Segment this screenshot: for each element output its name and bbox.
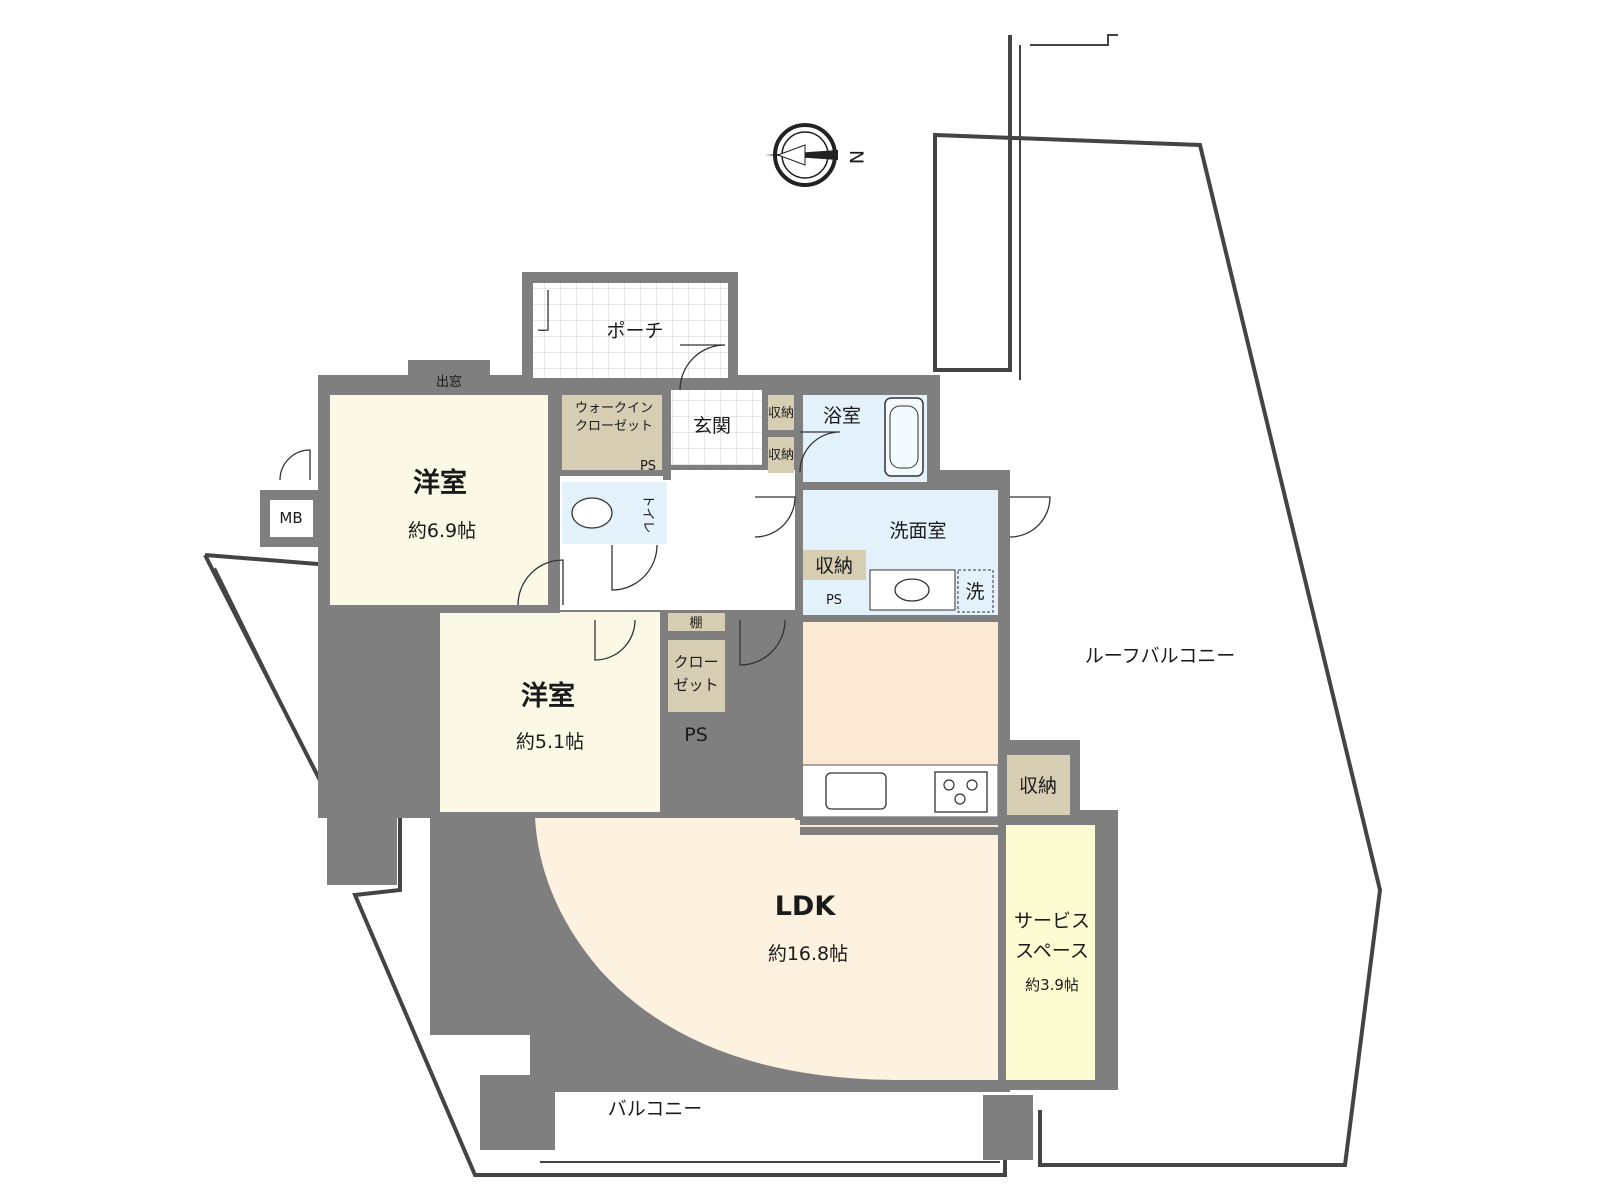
roof-balcony-outline [933,35,1383,1167]
closet-floor [668,640,725,712]
washer-space [957,569,994,613]
sink-counter [869,569,956,611]
shelf-floor [668,613,725,631]
service-space-name-line1: サービス [1014,910,1090,932]
stove-icon [934,771,988,813]
porch-label: ポーチ [606,320,663,342]
ldk-floor [535,818,998,1080]
western-room-1-name: 洋室 [413,467,467,499]
compass-north-label: N [845,150,867,164]
bathtub-inner [889,405,919,469]
ldk-area: 約16.8帖 [768,943,848,965]
ps-closet-label: PS [684,724,708,746]
roof-balcony-label: ルーフバルコニー [1085,645,1235,667]
entrance-floor [670,390,762,465]
bay-window-label: 出窓 [436,374,462,390]
toilet-icon [571,497,613,529]
pillar [983,1095,1033,1160]
washroom-label: 洗面室 [889,520,946,542]
western-room-2-floor [440,612,660,812]
pillar [327,815,397,885]
burner-icon [954,793,966,805]
closet-label-line1: クロー [673,653,718,671]
storage-entrance-2-label: 収納 [768,448,794,463]
storage-entrance-1-floor [768,395,794,430]
interior-walls [330,380,1006,1080]
storage-entrance-1-label: 収納 [768,406,794,421]
entrance-label: 玄関 [693,415,731,437]
service-space-area: 約3.9帖 [1025,976,1079,994]
mb-box [260,490,323,547]
sink-icon [894,578,930,602]
wic-label-line1: ウォークイン [575,401,653,416]
shelf-label: 棚 [689,616,702,631]
porch-floor [533,283,728,378]
meter-box-label: MB [279,509,302,527]
storage-wash-label: 収納 [815,555,853,577]
ldk-name: LDK [775,891,837,922]
door-swings [279,290,1051,666]
wic-label-line2: クローゼット [575,419,653,434]
burner-icon [966,779,978,791]
storage-service-label: 収納 [1019,775,1057,797]
western-room-2-area: 約5.1帖 [516,731,584,753]
washer-label: 洗 [965,581,984,603]
bathtub [884,397,924,477]
service-space-floor [1005,825,1095,1080]
compass-icon [765,123,838,187]
roof-balcony-inner-outline [1019,34,1118,380]
service-space-name-line2: スペース [1015,940,1089,962]
bathroom-label: 浴室 [823,405,861,427]
kitchen-sink-icon [825,772,887,810]
toilet-label: トイレ [640,494,655,533]
ps-wash-label: PS [826,593,842,608]
storage-entrance-2-floor [768,437,794,473]
storage-wash-floor [803,550,866,580]
closet-label-line2: ゼット [673,676,718,694]
balcony-inner-outline [214,567,1000,1163]
western-room-1-area: 約6.9帖 [408,520,476,542]
burner-icon [943,779,955,791]
storage-service-floor [1007,755,1070,815]
balcony-label: バルコニー [608,1098,703,1120]
wic-floor [562,395,662,475]
ps-wic-label: PS [640,459,656,474]
western-room-2-name: 洋室 [521,680,575,712]
western-room-1-floor [330,395,548,605]
